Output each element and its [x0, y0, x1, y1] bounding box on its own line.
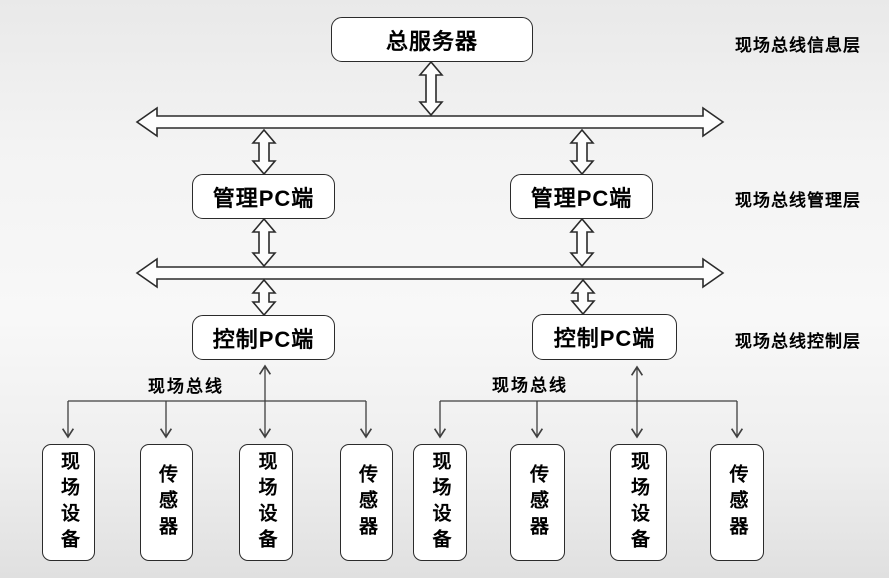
- sensor-label: 传感器: [726, 463, 748, 542]
- sensor-label: 传感器: [356, 463, 377, 542]
- sensor-box-3: 传感器: [510, 444, 565, 561]
- management-pc-box-left: 管理PC端: [192, 174, 335, 219]
- field-device-label: 现场设备: [255, 450, 277, 555]
- sensor-box-4: 传感器: [710, 444, 764, 561]
- sensor-label: 传感器: [156, 463, 177, 542]
- fieldbus-caption-left: 现场总线: [148, 377, 224, 396]
- sensor-label: 传感器: [527, 463, 548, 542]
- control-pc-box-left: 控制PC端: [192, 315, 335, 360]
- control-pc-label: 控制PC端: [212, 326, 315, 352]
- double-arrow-mgmt-left-to-bus: [251, 217, 277, 268]
- left-branch-lines: [61, 364, 373, 439]
- control-pc-box-right: 控制PC端: [532, 314, 677, 360]
- bus-arrow-control-layer: [135, 257, 725, 289]
- double-arrow-server-to-bus: [418, 60, 444, 117]
- right-branch-lines: [433, 365, 744, 439]
- fieldbus-caption-right: 现场总线: [492, 376, 568, 395]
- layer-caption-management: 现场总线管理层: [735, 191, 861, 210]
- control-pc-label: 控制PC端: [553, 326, 656, 351]
- layer-caption-info: 现场总线信息层: [735, 36, 861, 55]
- bus-arrow-info-layer: [135, 106, 725, 138]
- server-label: 总服务器: [385, 28, 478, 54]
- management-pc-box-right: 管理PC端: [510, 174, 653, 219]
- double-arrow-bus-to-ctrl-left: [251, 278, 277, 317]
- layer-caption-control: 现场总线控制层: [735, 332, 861, 351]
- field-device-box-1: 现场设备: [42, 444, 95, 561]
- sensor-box-2: 传感器: [340, 444, 393, 561]
- sensor-box-1: 传感器: [140, 444, 193, 561]
- field-device-label: 现场设备: [429, 450, 451, 555]
- double-arrow-mgmt-right-to-bus: [569, 217, 595, 268]
- management-pc-label: 管理PC端: [530, 185, 633, 211]
- double-arrow-bus-to-mgmt-left: [251, 128, 277, 176]
- server-box: 总服务器: [331, 17, 533, 62]
- field-device-box-3: 现场设备: [413, 444, 467, 561]
- double-arrow-bus-to-ctrl-right: [570, 278, 596, 316]
- field-device-label: 现场设备: [58, 450, 79, 555]
- field-device-box-2: 现场设备: [239, 444, 293, 561]
- management-pc-label: 管理PC端: [212, 185, 315, 211]
- field-device-label: 现场设备: [628, 450, 649, 555]
- field-device-box-4: 现场设备: [610, 444, 667, 561]
- double-arrow-bus-to-mgmt-right: [569, 128, 595, 176]
